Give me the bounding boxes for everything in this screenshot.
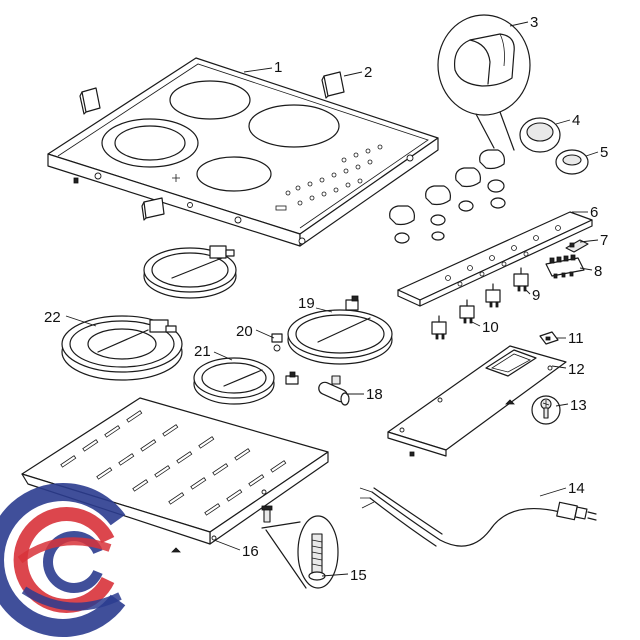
- part-15-long-screw: [261, 505, 339, 589]
- part-16-bottom-tray: [21, 397, 329, 553]
- part-label: 18: [366, 386, 383, 403]
- part-12-mounting-plate: [387, 345, 567, 457]
- part-label: 9: [532, 287, 540, 304]
- part-label: 13: [570, 397, 587, 414]
- part-label: 14: [568, 480, 585, 497]
- part-11-indicator-lamp: [539, 331, 559, 345]
- part-9-energy-regulators: [485, 267, 529, 308]
- part-19-radiant-heater: [287, 295, 393, 365]
- part-13-screw: [505, 395, 561, 425]
- part-7-clip: [565, 239, 589, 253]
- part-5-knob-seal: [555, 149, 589, 175]
- part-label: 1: [274, 59, 282, 76]
- concentric-swirl-logo-icon: [0, 483, 126, 637]
- part-14-power-cable: [359, 487, 597, 547]
- part-2-brackets: [79, 71, 345, 221]
- part-6-control-rail: [397, 211, 593, 307]
- part-label: 6: [590, 204, 598, 221]
- part-label: 12: [568, 361, 585, 378]
- part-label: 10: [482, 319, 499, 336]
- part-22-dual-radiant-heater: [61, 315, 183, 381]
- part-label: 4: [572, 112, 580, 129]
- part-label: 5: [600, 144, 608, 161]
- leader-lines: [65, 21, 599, 577]
- part-label: 8: [594, 263, 602, 280]
- part-10-energy-regulators: [431, 299, 475, 340]
- part-label: 15: [350, 567, 367, 584]
- part-number-labels: 1 2 3 4 5 6 7 8 9 10 11 12 13 14 15 16 1…: [44, 14, 608, 584]
- knob-set: [389, 149, 506, 244]
- part-20-connector: [271, 333, 283, 352]
- part-label: 19: [298, 295, 315, 312]
- part-label: 2: [364, 64, 372, 81]
- part-3-control-knob: [437, 14, 531, 151]
- part-label: 3: [530, 14, 538, 31]
- part-18-cable-grommet: [318, 375, 350, 406]
- part-label: 20: [236, 323, 253, 340]
- part-label: 11: [568, 330, 584, 347]
- part-label: 21: [194, 343, 211, 360]
- part-21-radiant-heater: [193, 357, 299, 405]
- part-4-knob-ring: [519, 117, 561, 153]
- part-label: 16: [242, 543, 259, 560]
- part-label: 7: [600, 232, 608, 249]
- part-1-glass-cooktop: [47, 57, 439, 247]
- part-label: 22: [44, 309, 61, 326]
- single-radiant-heater: [143, 245, 237, 299]
- part-8-terminal-block: [545, 254, 585, 279]
